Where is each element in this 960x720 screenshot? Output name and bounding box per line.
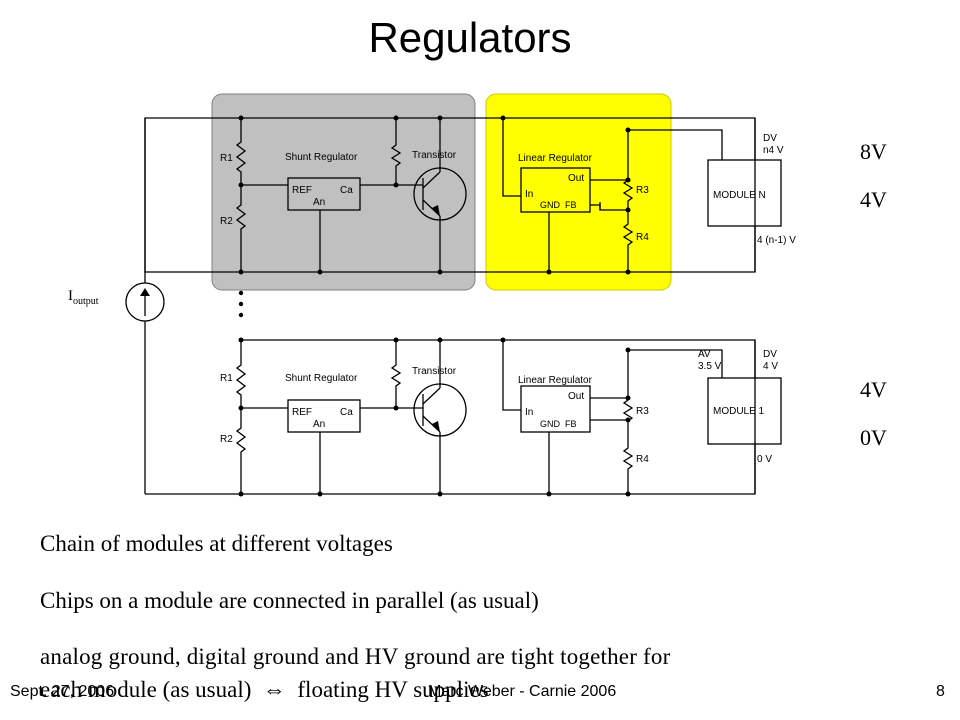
top-shunt-title: Shunt Regulator [285,152,358,163]
top-r4-label: R4 [636,232,649,243]
module-1-label: MODULE 1 [713,406,765,417]
voltage-bottom-low: 0V [860,425,887,450]
footer-author: Marc Weber - Carnie 2006 [428,683,617,700]
bullet-3: analog ground, digital ground and HV gro… [40,644,671,669]
voltage-bottom-high: 4V [860,377,887,402]
bottom-linear-gnd-fb: GND FB [540,419,577,429]
bottom-r4-label: R4 [636,454,649,465]
bottom-av-value: 3.5 V [698,361,722,372]
current-source-label: I [68,288,73,304]
bottom-linear-title: Linear Regulator [518,375,593,386]
top-linear-gnd-fb: GND FB [540,200,577,210]
top-r1-label: R1 [220,153,233,164]
top-shunt-ref: REF [292,185,312,196]
voltage-top-high: 8V [860,139,887,164]
bullet-3-continued: each module (as usual) ⇔ floating HV sup… [40,677,489,702]
top-shunt-an: An [313,197,325,208]
bottom-shunt-an: An [313,419,325,430]
bottom-dv-value: 4 V [763,361,778,372]
bottom-transistor-label: Transistor [412,366,457,377]
module-n-label: MODULE N [713,190,766,201]
top-linear-in: In [525,189,533,200]
top-r3-label: R3 [636,185,649,196]
bottom-r1-label: R1 [220,373,233,384]
current-source-sub: output [73,296,99,307]
top-bottom-voltage: 4 (n-1) V [757,235,796,246]
bottom-shunt-title: Shunt Regulator [285,373,358,384]
slide-title: Regulators [368,14,572,61]
bottom-r3-label: R3 [636,406,649,417]
bullet-2: Chips on a module are connected in paral… [40,588,539,613]
top-r2-label: R2 [220,216,233,227]
top-transistor-label: Transistor [412,150,457,161]
top-shunt-ca: Ca [340,185,353,196]
bottom-bottom-voltage: 0 V [757,454,772,465]
footer-date: Sept. 27, 2006 [10,683,115,700]
bottom-r2-label: R2 [220,434,233,445]
linear-block-highlight [485,93,672,291]
bottom-dv-label: DV [763,349,777,360]
svg-text:Ioutput: Ioutput [68,288,99,307]
bottom-av-label: AV [698,349,711,360]
current-source-icon [125,282,165,322]
bullet-1: Chain of modules at different voltages [40,531,393,556]
bottom-shunt-ca: Ca [340,407,353,418]
top-dv-value: n4 V [763,145,784,156]
top-dv-label: DV [763,133,777,144]
voltage-top-low: 4V [860,187,887,212]
bottom-linear-out: Out [568,391,584,402]
bottom-shunt-ref: REF [292,407,312,418]
top-linear-out: Out [568,173,584,184]
footer-page-number: 8 [936,683,945,700]
shunt-block-highlight [211,93,476,291]
bottom-linear-in: In [525,407,533,418]
top-linear-title: Linear Regulator [518,153,593,164]
